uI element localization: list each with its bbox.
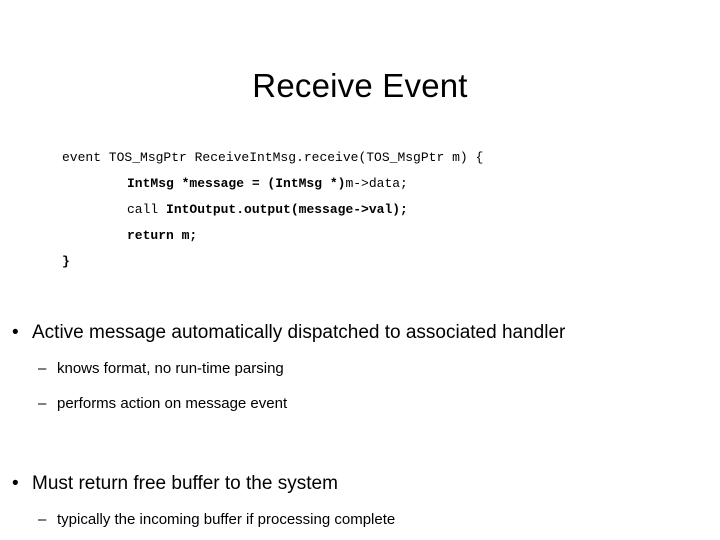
subbullet-text: typically the incoming buffer if process… [57, 511, 396, 528]
subbullet-item: –knows format, no run-time parsing [0, 358, 720, 380]
bullet-marker-icon: • [12, 322, 19, 343]
bullet-spacer [0, 497, 720, 509]
bullet-item: • Must return free buffer to the system [0, 471, 720, 497]
subbullet-marker-icon: – [38, 511, 47, 528]
code-block: event TOS_MsgPtr ReceiveIntMsg.receive(T… [62, 145, 483, 275]
subbullet-text: performs action on message event [57, 395, 288, 412]
subbullet-item: –typically the incoming buffer if proces… [0, 509, 720, 531]
bullet-group-spacer [0, 415, 720, 471]
code-segment: return m; [127, 228, 198, 243]
code-line: call IntOutput.output(message->val); [62, 197, 483, 223]
code-line: return m; [62, 223, 483, 249]
bullet-text: Active message automatically dispatched … [32, 322, 566, 343]
code-segment: call [127, 202, 167, 217]
bullet-item: • Active message automatically dispatched… [0, 320, 720, 346]
subbullet-marker-icon: – [38, 360, 47, 377]
subbullet-marker-icon: – [38, 395, 47, 412]
subbullet-spacer [0, 380, 720, 393]
subbullet-text: knows format, no run-time parsing [57, 360, 284, 377]
subbullet-item: –performs action on message event [0, 393, 720, 415]
code-line: IntMsg *message = (IntMsg *)m->data; [62, 171, 483, 197]
code-line: event TOS_MsgPtr ReceiveIntMsg.receive(T… [62, 145, 483, 171]
code-segment: } [62, 254, 70, 269]
page-title: Receive Event [252, 67, 468, 105]
code-segment: m->data; [345, 176, 408, 191]
code-segment: IntMsg *message = (IntMsg *) [127, 176, 346, 191]
code-segment: event TOS_MsgPtr ReceiveIntMsg.receive(T… [62, 150, 484, 165]
bullet-text: Must return free buffer to the system [32, 473, 338, 494]
bullet-spacer [0, 346, 720, 358]
code-line: } [62, 249, 483, 275]
bullet-marker-icon: • [12, 473, 19, 494]
code-segment: IntOutput.output(message->val); [166, 202, 408, 217]
bullet-list: • Active message automatically dispatched… [0, 320, 720, 531]
